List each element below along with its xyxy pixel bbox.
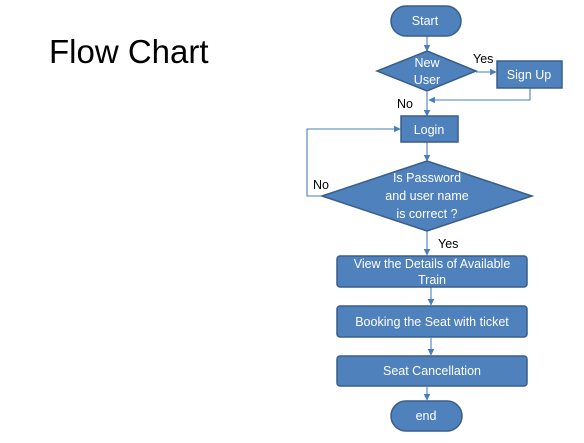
node-new-user: New User [374, 50, 478, 92]
connector-check-no-login [306, 125, 401, 197]
node-end-label: end [416, 409, 437, 423]
node-new-user-label-1: New [414, 56, 440, 70]
edge-label-password-no: No [313, 178, 329, 192]
node-sign-up: Sign Up [496, 60, 563, 89]
node-login: Login [400, 115, 459, 143]
edge-label-new-user-yes: Yes [473, 52, 493, 66]
node-view-details-label-1: View the Details of Available [354, 257, 511, 271]
node-end: end [390, 400, 463, 432]
page-title: Flow Chart [49, 33, 209, 70]
node-new-user-label-2: User [414, 73, 440, 87]
connectors [306, 36, 531, 401]
node-booking: Booking the Seat with ticket [336, 305, 528, 338]
node-password-check-label-2: and user name [385, 189, 468, 203]
node-view-details: View the Details of Available Train [336, 255, 528, 288]
node-sign-up-label: Sign Up [507, 68, 552, 82]
connector-signup-merge [428, 88, 531, 104]
node-start: Start [390, 5, 462, 37]
node-cancellation-label: Seat Cancellation [383, 364, 481, 378]
node-password-check-label-1: Is Password [393, 171, 461, 185]
node-view-details-label-2: Train [418, 273, 446, 287]
node-start-label: Start [412, 14, 439, 28]
node-password-check-label-3: is correct ? [396, 207, 457, 221]
node-login-label: Login [414, 123, 445, 137]
node-booking-label: Booking the Seat with ticket [355, 315, 509, 329]
node-password-check: Is Password and user name is correct ? [319, 160, 535, 232]
edge-label-password-yes: Yes [438, 237, 458, 251]
node-cancellation: Seat Cancellation [336, 355, 528, 387]
edge-label-new-user-no: No [397, 97, 413, 111]
